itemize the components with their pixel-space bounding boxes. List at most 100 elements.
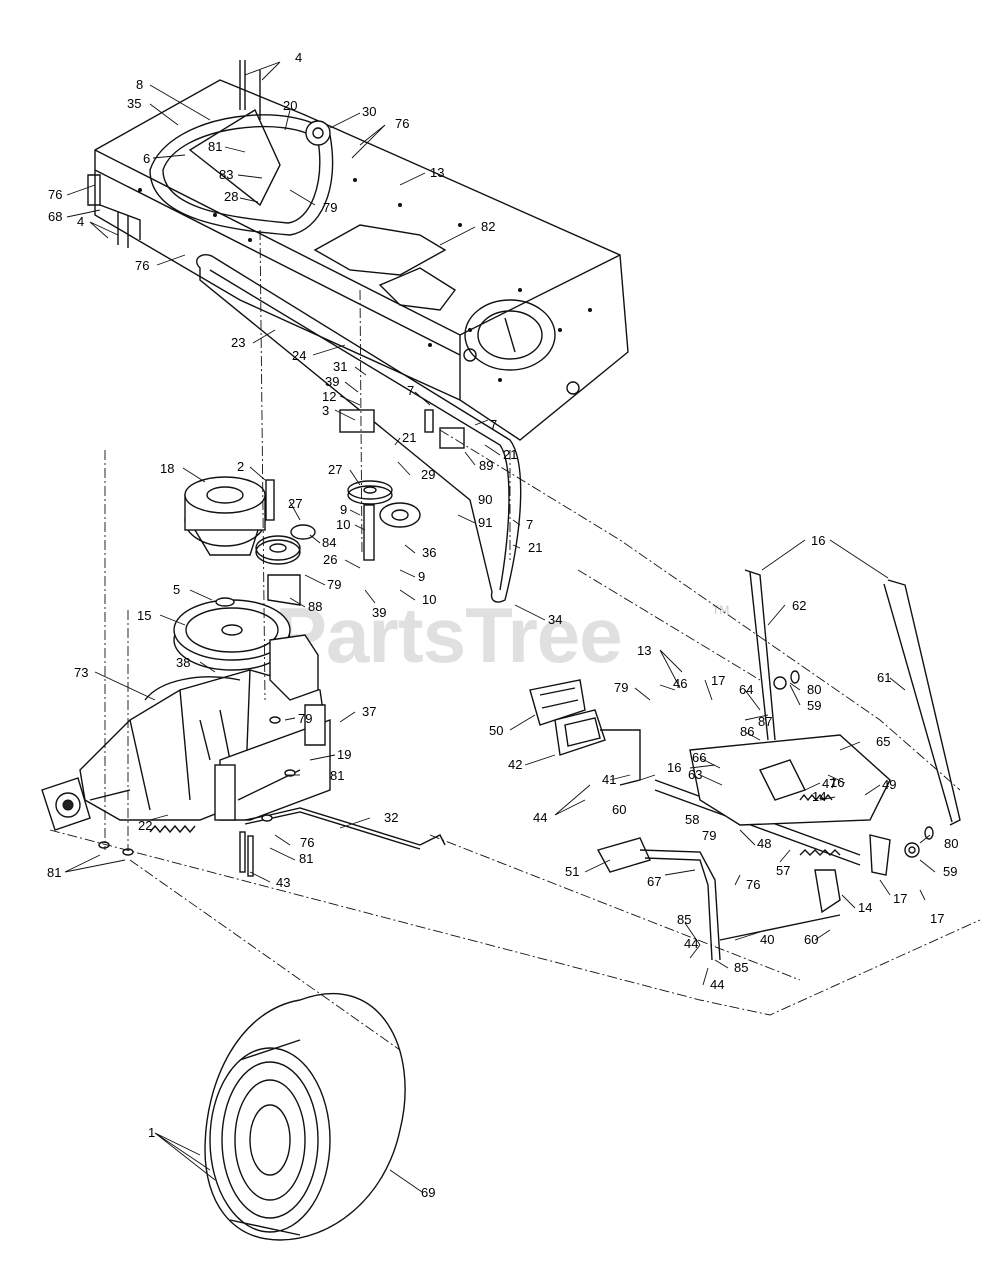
callout-19: 19 bbox=[337, 747, 351, 762]
callout-6: 6 bbox=[143, 151, 150, 166]
callout-4: 4 bbox=[77, 214, 84, 229]
callout-17: 17 bbox=[893, 891, 907, 906]
callout-41: 41 bbox=[602, 772, 616, 787]
callout-3: 3 bbox=[322, 403, 329, 418]
callout-81: 81 bbox=[208, 139, 222, 154]
callout-87: 87 bbox=[758, 714, 772, 729]
callout-69: 69 bbox=[421, 1185, 435, 1200]
shift-rod-62 bbox=[744, 569, 776, 741]
callout-88: 88 bbox=[308, 599, 322, 614]
callout-91: 91 bbox=[478, 515, 492, 530]
callout-16: 16 bbox=[830, 775, 844, 790]
frame-chassis bbox=[87, 79, 629, 441]
callout-40: 40 bbox=[760, 932, 774, 947]
callout-31: 31 bbox=[333, 359, 347, 374]
callout-49: 49 bbox=[882, 777, 896, 792]
callout-58: 58 bbox=[685, 812, 699, 827]
callout-79: 79 bbox=[298, 711, 312, 726]
callout-24: 24 bbox=[292, 348, 306, 363]
callout-59: 59 bbox=[943, 864, 957, 879]
callout-8: 8 bbox=[136, 77, 143, 92]
callout-47: 47 bbox=[822, 776, 836, 791]
callout-9: 9 bbox=[418, 569, 425, 584]
bolts-lower bbox=[98, 716, 296, 877]
callout-22: 22 bbox=[138, 818, 152, 833]
callout-79: 79 bbox=[327, 577, 341, 592]
callout-73: 73 bbox=[74, 665, 88, 680]
callout-28: 28 bbox=[224, 189, 238, 204]
callout-12: 12 bbox=[322, 389, 336, 404]
callout-83: 83 bbox=[219, 167, 233, 182]
callout-27: 27 bbox=[288, 496, 302, 511]
callout-1: 1 bbox=[148, 1125, 155, 1140]
callout-79: 79 bbox=[702, 828, 716, 843]
callout-39: 39 bbox=[325, 374, 339, 389]
center-lines bbox=[49, 229, 981, 1051]
callout-labels: 4 8 35 20 30 76 81 6 83 28 79 76 68 13 4… bbox=[47, 50, 958, 1200]
callout-59: 59 bbox=[807, 698, 821, 713]
callout-29: 29 bbox=[421, 467, 435, 482]
callout-35: 35 bbox=[127, 96, 141, 111]
callout-10: 10 bbox=[422, 592, 436, 607]
callout-64: 64 bbox=[739, 682, 753, 697]
callout-90: 90 bbox=[478, 492, 492, 507]
callout-76: 76 bbox=[48, 187, 62, 202]
callout-65: 65 bbox=[876, 734, 890, 749]
link-rod bbox=[244, 807, 446, 850]
callout-30: 30 bbox=[362, 104, 376, 119]
callout-81: 81 bbox=[47, 865, 61, 880]
callout-13: 13 bbox=[637, 643, 651, 658]
callout-84: 84 bbox=[322, 535, 336, 550]
callout-38: 38 bbox=[176, 655, 190, 670]
callout-61: 61 bbox=[877, 670, 891, 685]
partstree-watermark: PartsTree bbox=[275, 591, 622, 679]
callout-89: 89 bbox=[479, 458, 493, 473]
callout-81: 81 bbox=[330, 768, 344, 783]
callout-76: 76 bbox=[746, 877, 760, 892]
callout-85: 85 bbox=[734, 960, 748, 975]
callout-14: 14 bbox=[812, 789, 826, 804]
callout-60: 60 bbox=[612, 802, 626, 817]
callout-14: 14 bbox=[858, 900, 872, 915]
spring-22 bbox=[149, 824, 196, 834]
callout-76: 76 bbox=[300, 835, 314, 850]
callout-39: 39 bbox=[372, 605, 386, 620]
callout-86: 86 bbox=[740, 724, 754, 739]
transaxle-assembly bbox=[41, 634, 331, 831]
callout-44: 44 bbox=[710, 977, 724, 992]
callout-7: 7 bbox=[490, 417, 497, 432]
transaxle-pulley bbox=[173, 597, 291, 671]
shift-rod-61 bbox=[883, 579, 961, 826]
callout-23: 23 bbox=[231, 335, 245, 350]
callout-44: 44 bbox=[533, 810, 547, 825]
rear-wheel bbox=[204, 993, 406, 1241]
callout-43: 43 bbox=[276, 875, 290, 890]
callout-76: 76 bbox=[135, 258, 149, 273]
small-pulley bbox=[255, 479, 316, 606]
callout-7: 7 bbox=[407, 383, 414, 398]
callout-82: 82 bbox=[481, 219, 495, 234]
callout-20: 20 bbox=[283, 98, 297, 113]
callout-21: 21 bbox=[402, 430, 416, 445]
callout-66: 66 bbox=[692, 750, 706, 765]
callout-67: 67 bbox=[647, 874, 661, 889]
callout-13: 13 bbox=[430, 165, 444, 180]
callout-10: 10 bbox=[336, 517, 350, 532]
callout-79: 79 bbox=[323, 200, 337, 215]
callout-68: 68 bbox=[48, 209, 62, 224]
callout-51: 51 bbox=[565, 864, 579, 879]
callout-15: 15 bbox=[137, 608, 151, 623]
callout-26: 26 bbox=[323, 552, 337, 567]
callout-48: 48 bbox=[757, 836, 771, 851]
callout-80: 80 bbox=[807, 682, 821, 697]
callout-80: 80 bbox=[944, 836, 958, 851]
callout-50: 50 bbox=[489, 723, 503, 738]
callout-63: 63 bbox=[688, 767, 702, 782]
callout-44: 44 bbox=[684, 936, 698, 951]
callout-57: 57 bbox=[776, 863, 790, 878]
callout-36: 36 bbox=[422, 545, 436, 560]
callout-17: 17 bbox=[930, 911, 944, 926]
callout-16: 16 bbox=[811, 533, 825, 548]
